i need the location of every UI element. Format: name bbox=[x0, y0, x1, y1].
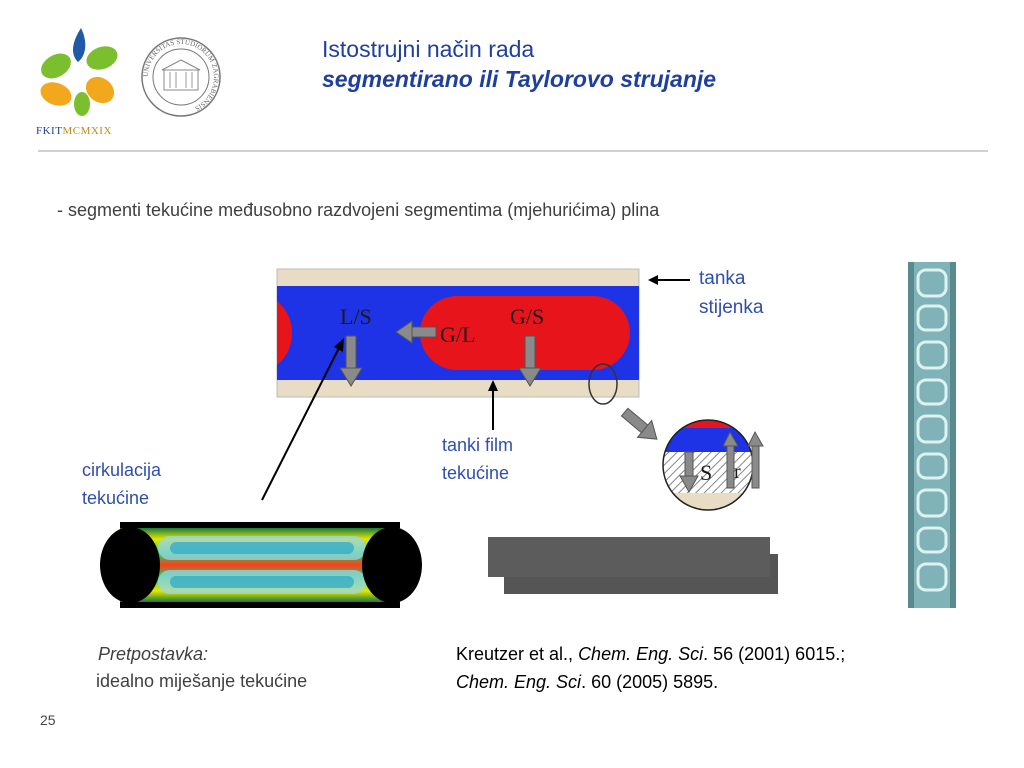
page-title: Istostrujni način rada bbox=[322, 36, 535, 62]
header-divider bbox=[38, 150, 988, 152]
wall-label-line2: stijenka bbox=[699, 297, 764, 318]
page-subtitle: segmentirano ili Taylorovo strujanje bbox=[322, 66, 717, 92]
page-number: 25 bbox=[40, 712, 56, 728]
seal-icon: UNIVERSITAS STUDIORUM ZAGRABIENSIS bbox=[141, 37, 221, 117]
citation-journal2: Chem. Eng. Sci bbox=[456, 672, 582, 692]
citation-journal1: Chem. Eng. Sci bbox=[578, 644, 704, 664]
zoom-up-arrow-1 bbox=[722, 430, 739, 489]
wall-label: tanka stijenka bbox=[699, 264, 763, 322]
film-label-line2: tekućine bbox=[442, 463, 510, 483]
circulation-pointer-arrowhead bbox=[334, 338, 344, 352]
zoom-down-arrow bbox=[679, 451, 699, 494]
citation-part1: Kreutzer et al., bbox=[456, 644, 579, 664]
assumption-heading: Pretpostavka: bbox=[98, 644, 209, 664]
citation: Kreutzer et al., Chem. Eng. Sci. 56 (200… bbox=[456, 640, 845, 696]
label-gl: G/L bbox=[440, 322, 475, 347]
circulation-label-line1: cirkulacija bbox=[82, 460, 162, 480]
left-arrow-gl bbox=[395, 320, 437, 344]
fkit-logo: FKITMCMXIX bbox=[34, 24, 124, 137]
circulation-label: cirkulacija tekućine bbox=[82, 456, 161, 512]
citation-part2: . 56 (2001) 6015.; bbox=[703, 644, 846, 664]
label-s: S bbox=[700, 460, 712, 485]
logo-text-prefix: FKIT bbox=[36, 125, 63, 137]
zoom-up-arrow-2 bbox=[747, 430, 764, 489]
down-arrow-left bbox=[339, 335, 363, 387]
wall-pointer-arrowhead bbox=[648, 275, 658, 285]
circulation-label-line2: tekućine bbox=[82, 488, 150, 508]
circulation-pointer-line bbox=[261, 345, 341, 501]
cfd-flow-image bbox=[100, 522, 422, 608]
zoom-arrow bbox=[620, 407, 658, 440]
wall-label-line1: tanka bbox=[699, 268, 746, 289]
film-pointer-arrowhead bbox=[488, 380, 498, 391]
gas-bubble-main bbox=[420, 296, 630, 370]
film-label-line1: tanki film bbox=[442, 435, 514, 455]
placeholder-image bbox=[488, 537, 778, 594]
label-ls: L/S bbox=[340, 304, 372, 329]
bullet-text: - segmenti tekućine međusobno razdvojeni… bbox=[57, 200, 660, 220]
assumption-note: Pretpostavka: idealno miješanje tekućine bbox=[96, 641, 307, 695]
zoom-marker-ellipse bbox=[588, 363, 618, 405]
down-arrow-right bbox=[518, 335, 542, 387]
university-seal: UNIVERSITAS STUDIORUM ZAGRABIENSIS bbox=[140, 36, 222, 118]
capillary-photo bbox=[908, 262, 956, 608]
logo-text-suffix: MCMXIX bbox=[62, 125, 112, 137]
gas-bubble-left bbox=[277, 301, 292, 365]
citation-part3: . 60 (2005) 5895. bbox=[581, 672, 719, 692]
label-gs: G/S bbox=[510, 304, 544, 329]
label-r: r bbox=[734, 461, 741, 483]
flower-logo-icon bbox=[40, 28, 118, 116]
assumption-text: idealno miješanje tekućine bbox=[96, 671, 308, 691]
film-label: tanki film tekućine bbox=[442, 431, 513, 487]
